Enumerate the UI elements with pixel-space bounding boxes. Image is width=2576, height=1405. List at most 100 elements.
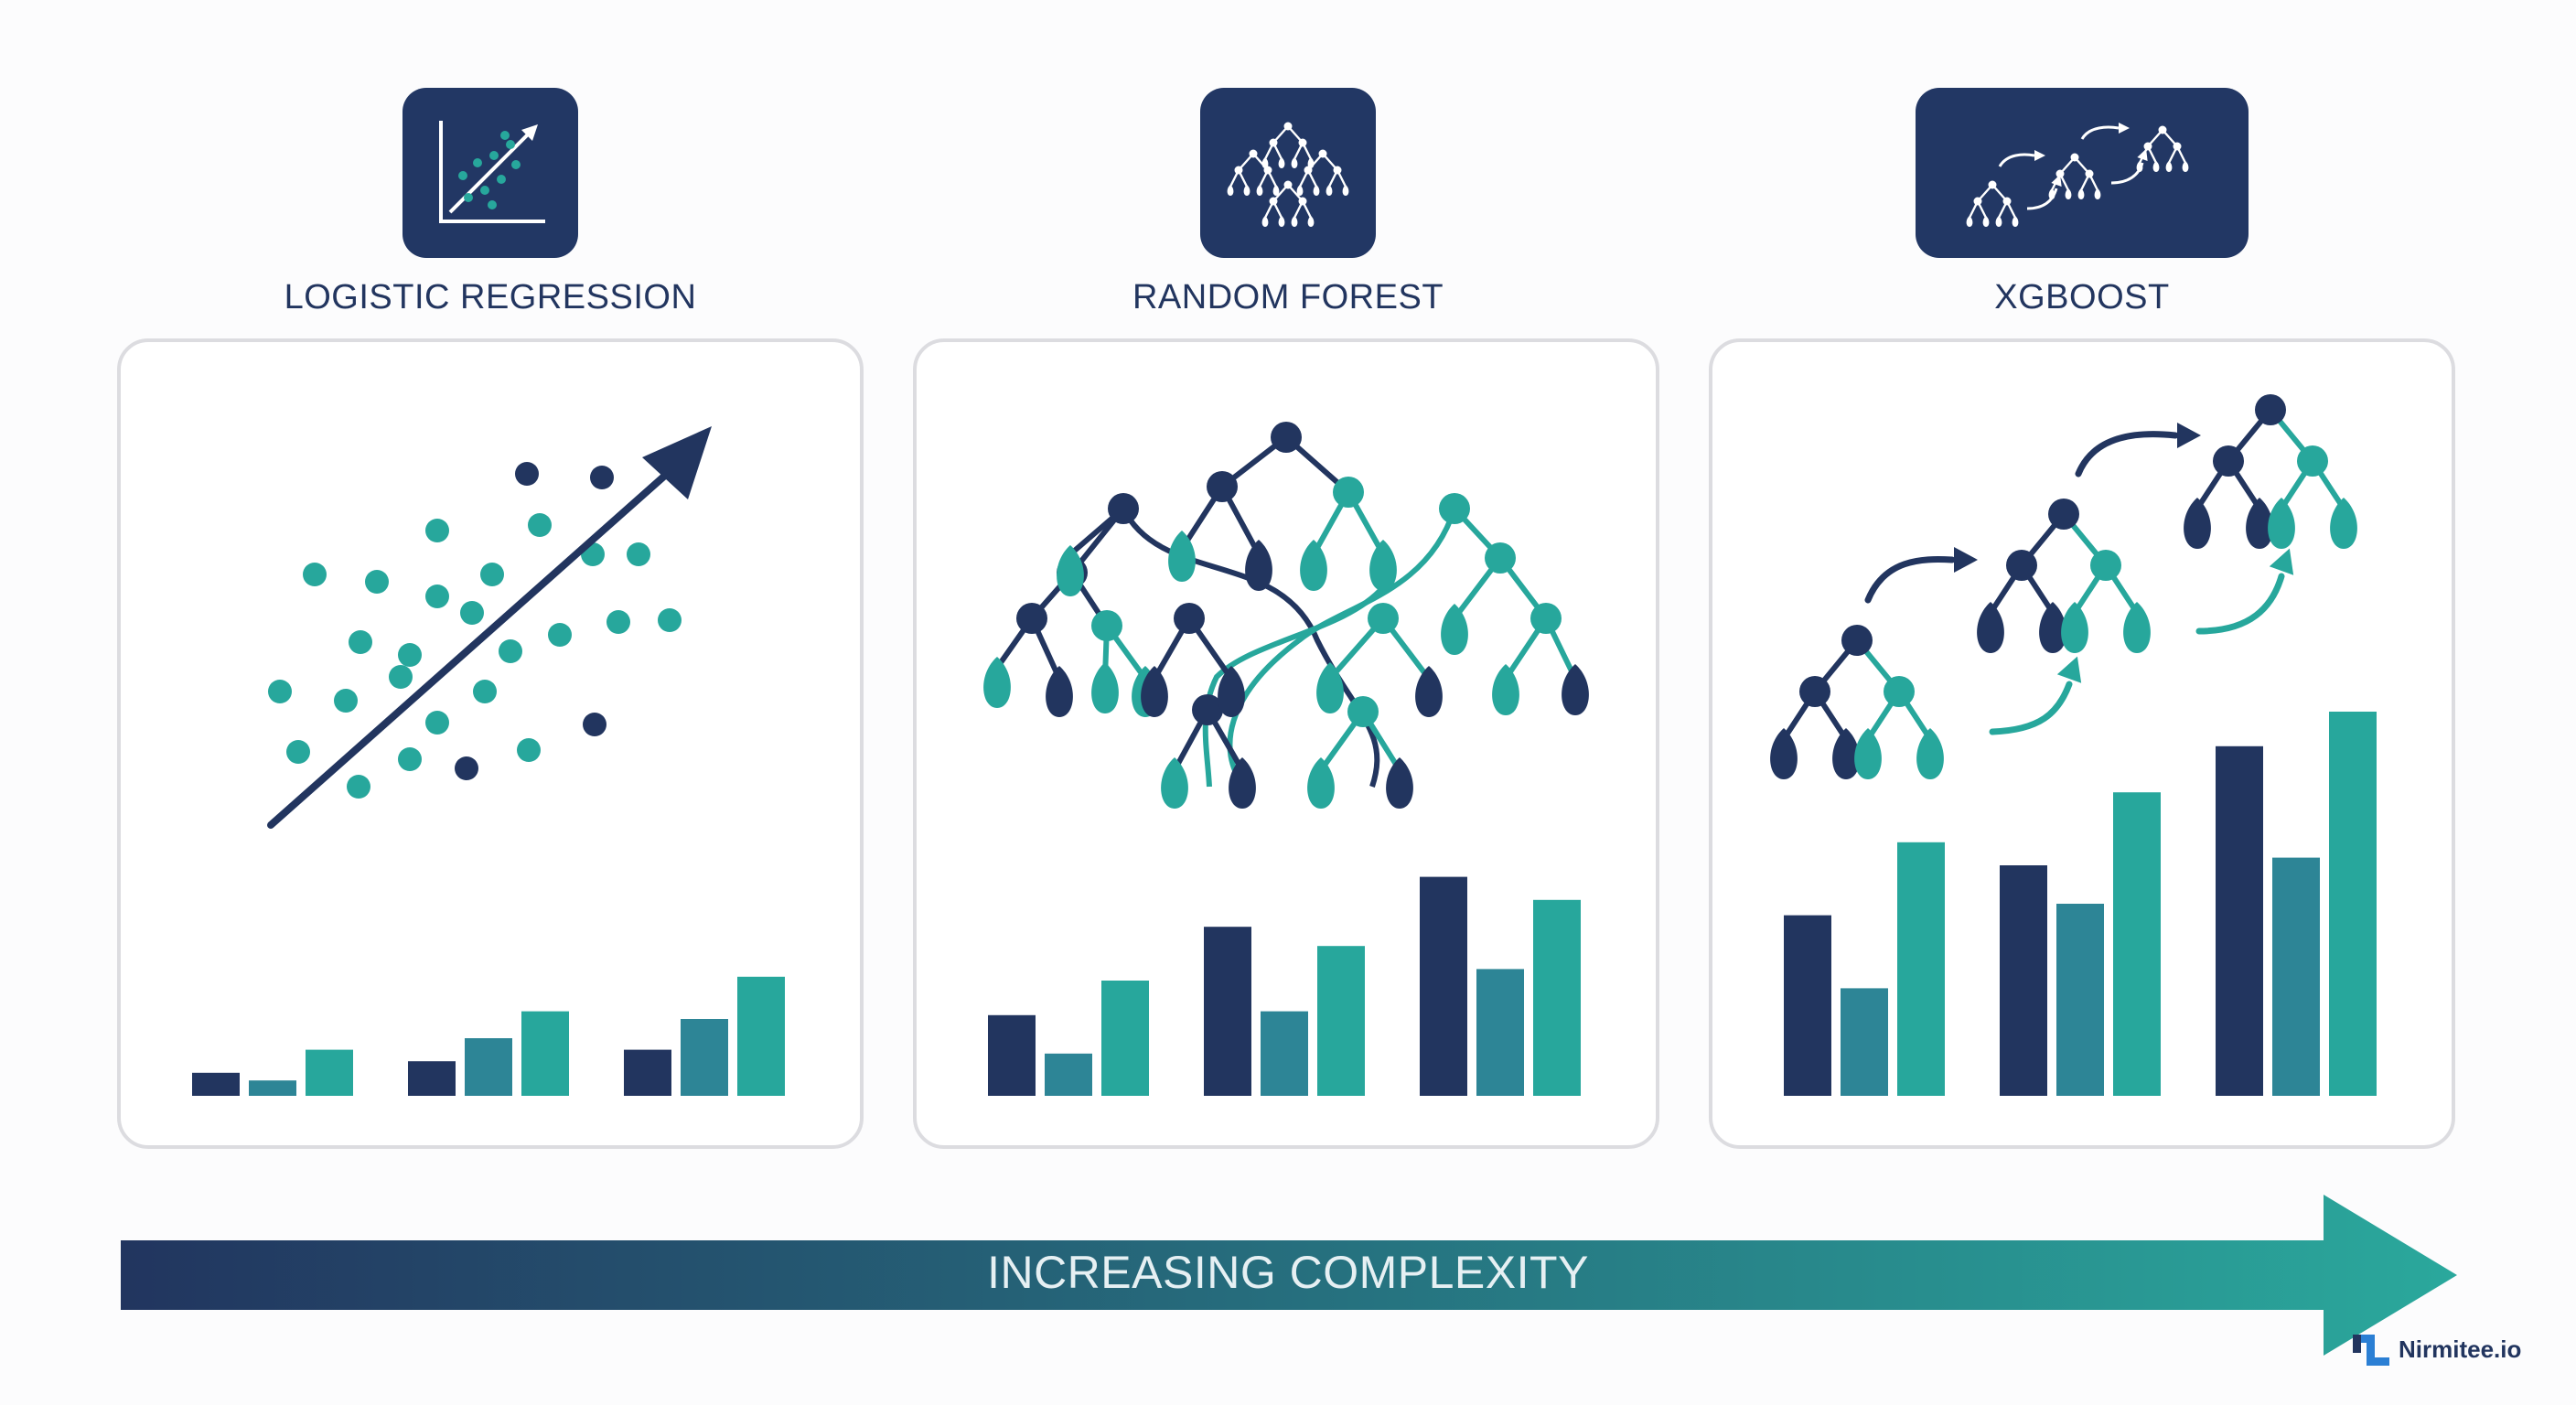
bar <box>988 1014 1036 1096</box>
leaf-node <box>1291 157 1298 168</box>
leaf-node <box>2094 188 2101 199</box>
boost-arrowhead <box>2051 174 2062 188</box>
leaf-node <box>1770 728 1798 779</box>
leaf-node <box>2077 188 2085 199</box>
scatter-illustration <box>267 426 712 829</box>
leaf-node <box>2165 161 2173 172</box>
tree-node <box>1988 180 1997 189</box>
tree-node <box>590 466 614 489</box>
leaf-node <box>1326 185 1333 196</box>
leaf-node <box>1977 602 2004 653</box>
tree-node <box>268 680 292 703</box>
leaf-node <box>1415 666 1443 717</box>
tree-node <box>2055 169 2065 178</box>
leaf-node <box>1916 728 1944 779</box>
tree-node <box>1298 197 1307 206</box>
leaf-node <box>1307 757 1335 809</box>
boost-arrowhead <box>2269 548 2294 575</box>
boost-arrow <box>2075 431 2179 477</box>
leaf-node <box>1291 216 1298 227</box>
tree-node <box>1439 493 1470 524</box>
leaf-node <box>2268 498 2295 549</box>
tree-node <box>517 738 541 762</box>
leaf-node <box>1091 662 1119 713</box>
boost-arrowhead <box>2034 150 2045 161</box>
boost-arrow <box>2110 162 2144 185</box>
boost-arrowhead <box>1954 547 1978 573</box>
tree-node <box>606 610 630 634</box>
bar <box>1317 946 1365 1096</box>
tree-node <box>627 542 650 566</box>
leaf-node <box>1995 216 2002 227</box>
tree-node <box>398 747 422 771</box>
tree-node <box>2085 169 2094 178</box>
bar <box>2056 904 2104 1096</box>
bar <box>1784 915 1831 1096</box>
tree-node <box>2002 197 2012 206</box>
leaf-node <box>1272 185 1280 196</box>
leaf-node <box>1313 185 1320 196</box>
leaf-node <box>1342 185 1349 196</box>
brand: Nirmitee.io <box>2351 1326 2521 1372</box>
tree-node <box>1249 149 1258 158</box>
tree-node <box>1234 166 1243 175</box>
bar <box>681 1019 728 1096</box>
tree-node <box>1192 694 1223 725</box>
leaf-node <box>1492 664 1519 715</box>
tree-node <box>286 740 310 764</box>
tree-node <box>2006 550 2037 581</box>
tree-node <box>460 601 484 625</box>
leaf-node <box>1261 216 1269 227</box>
tree-node <box>1841 625 1873 656</box>
nirmitee-logo-icon <box>2353 1335 2389 1366</box>
tree-node <box>2255 394 2286 425</box>
boost-arrow <box>1989 681 2073 735</box>
leaf-node <box>1161 757 1188 809</box>
bar <box>624 1049 671 1096</box>
tree-node <box>1368 603 1399 634</box>
bar <box>1101 981 1149 1096</box>
leaf-node <box>1307 216 1315 227</box>
tree-node <box>303 563 327 586</box>
tree-node <box>1283 122 1293 131</box>
tree-node <box>2048 499 2079 530</box>
tree-node <box>1884 676 1915 707</box>
leaf-node <box>1229 757 1256 809</box>
model-label-random-forest: RANDOM FOREST <box>1132 278 1444 316</box>
bar <box>1420 876 1467 1096</box>
trend-line <box>267 463 679 829</box>
complexity-label: INCREASING COMPLEXITY <box>987 1247 1589 1298</box>
tree-node <box>425 711 449 735</box>
tree-node <box>1304 166 1313 175</box>
boost-arrowhead <box>2119 123 2130 134</box>
leaf-node <box>1278 216 1285 227</box>
leaf-node <box>1562 664 1589 715</box>
tree-node <box>347 775 370 799</box>
model-label-xgboost: XGBOOST <box>1994 278 2170 316</box>
leaf-node <box>1369 540 1397 591</box>
leaf-node <box>1046 666 1073 717</box>
boost-arrow <box>1864 556 1956 604</box>
tree-node <box>1298 138 1307 147</box>
leaf-node <box>1966 216 1973 227</box>
bar <box>1533 899 1581 1096</box>
bar <box>1841 988 1888 1096</box>
leaf-node <box>983 657 1011 708</box>
tree-edge <box>1202 585 1386 788</box>
bar <box>2113 792 2161 1096</box>
tree-node <box>334 689 358 713</box>
tree-node <box>1347 696 1379 727</box>
tree-node <box>1530 603 1562 634</box>
leaf-node <box>2012 216 2019 227</box>
leaf-node <box>1243 185 1250 196</box>
tree-node <box>1333 477 1364 508</box>
tree-node <box>2213 445 2244 477</box>
bar <box>192 1072 240 1096</box>
tree-node <box>1016 603 1047 634</box>
bar <box>1045 1053 1092 1096</box>
trend-arrowhead <box>642 426 712 499</box>
boosting-illustration <box>1770 394 2357 779</box>
leaf-node <box>1245 540 1272 591</box>
brand-name: Nirmitee.io <box>2399 1335 2522 1363</box>
